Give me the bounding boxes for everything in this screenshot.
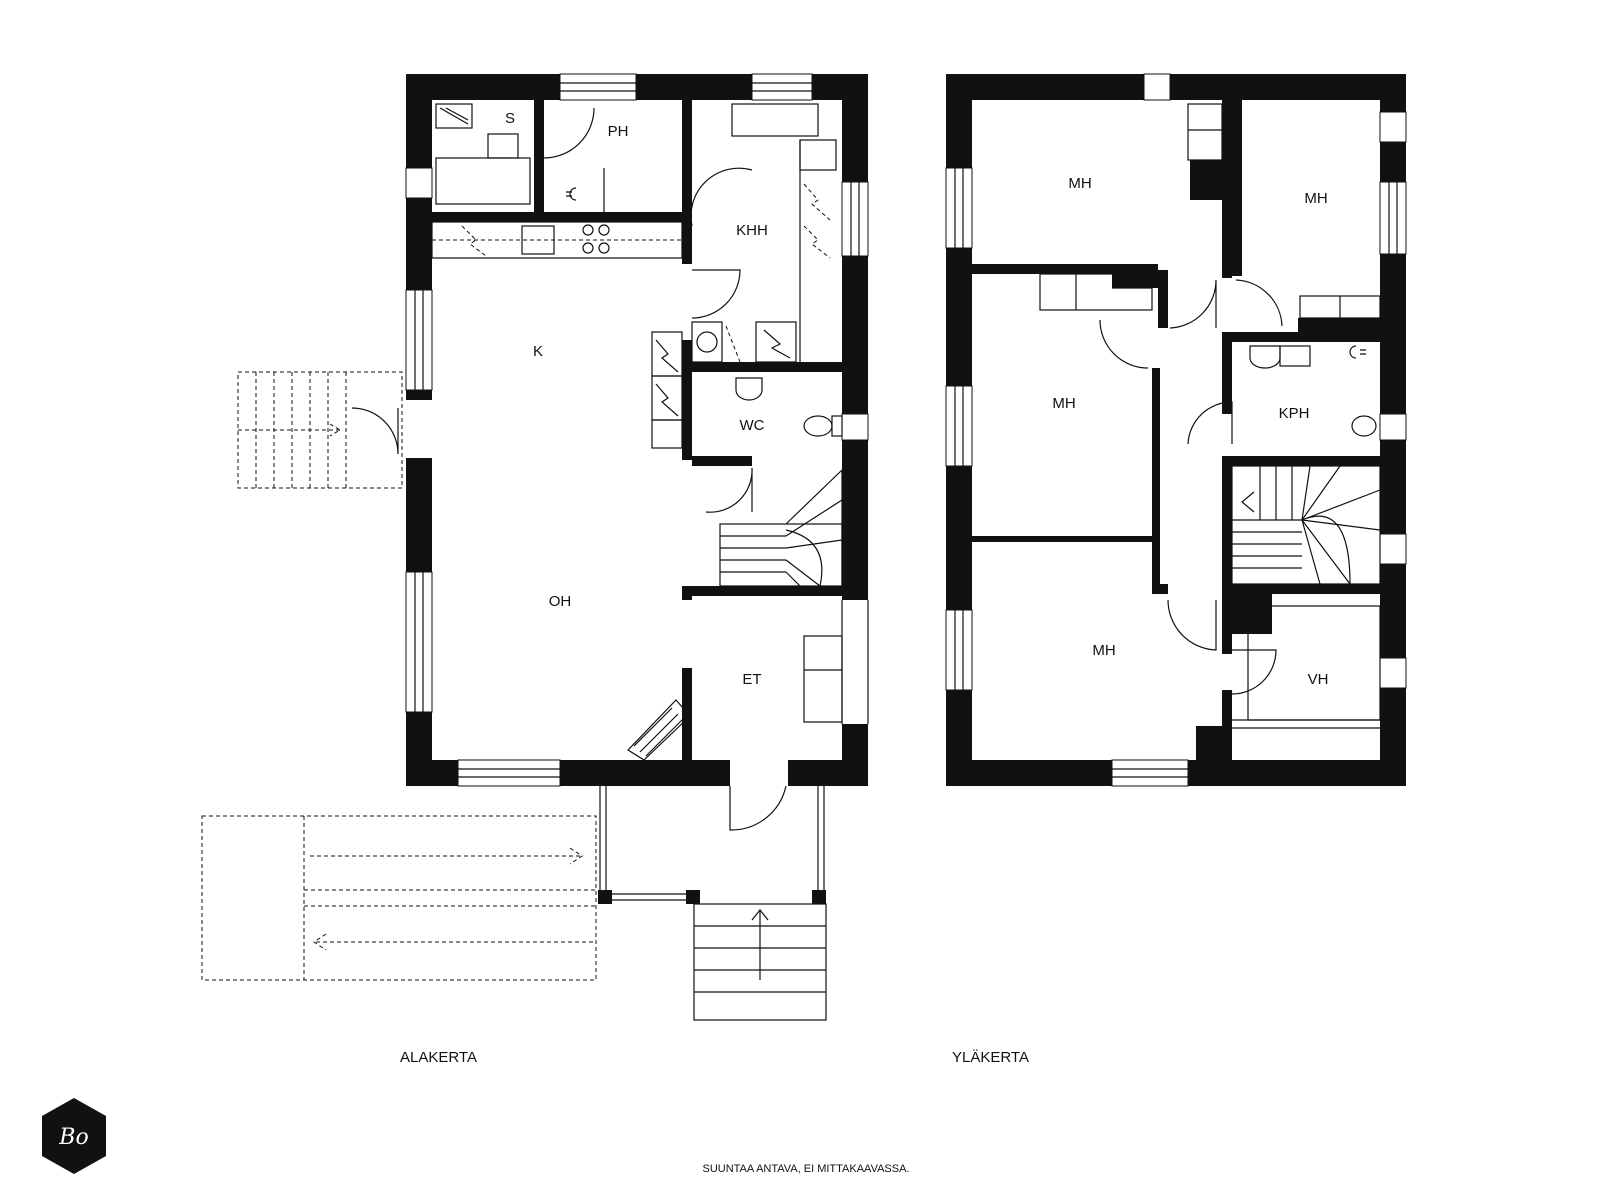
scale-note: SUUNTAA ANTAVA, EI MITTAKAAVASSA. xyxy=(702,1163,909,1175)
lower-staircase xyxy=(719,469,843,587)
room-label-ph: PH xyxy=(608,123,629,140)
lower-window-right-1 xyxy=(841,181,869,257)
floor-label-lower: ALAKERTA xyxy=(400,1049,477,1066)
room-label-mh-1: MH xyxy=(1068,175,1091,192)
room-label-oh: OH xyxy=(549,593,572,610)
lower-window-top-2 xyxy=(751,73,813,101)
porch xyxy=(598,786,827,1021)
side-deck xyxy=(237,371,403,489)
lower-window-left-3 xyxy=(405,571,433,713)
lower-window-top-1 xyxy=(559,73,637,101)
lower-window-right-2 xyxy=(841,413,869,441)
upper-outer-walls xyxy=(946,74,1406,786)
floor-label-upper: YLÄKERTA xyxy=(952,1049,1029,1066)
lower-floor xyxy=(351,73,869,831)
room-label-wc: WC xyxy=(740,417,765,434)
room-label-s: S xyxy=(505,110,515,127)
upper-staircase xyxy=(1231,465,1381,585)
room-label-et: ET xyxy=(742,671,761,688)
front-terrace xyxy=(201,815,597,981)
room-label-mh-3: MH xyxy=(1052,395,1075,412)
room-label-khh: KHH xyxy=(736,222,768,239)
lower-window-left-2 xyxy=(405,289,433,391)
lower-window-bottom-1 xyxy=(457,759,561,787)
room-label-k: K xyxy=(533,343,543,360)
room-label-kph: KPH xyxy=(1279,405,1310,422)
room-label-mh-4: MH xyxy=(1092,642,1115,659)
brand-logo: Bo xyxy=(42,1098,106,1174)
lower-outer-walls xyxy=(406,74,868,786)
upper-floor xyxy=(945,73,1407,787)
room-label-vh: VH xyxy=(1308,671,1329,688)
room-label-mh-2: MH xyxy=(1304,190,1327,207)
lower-window-left-1 xyxy=(405,167,433,199)
logo-text: Bo xyxy=(58,1125,88,1150)
